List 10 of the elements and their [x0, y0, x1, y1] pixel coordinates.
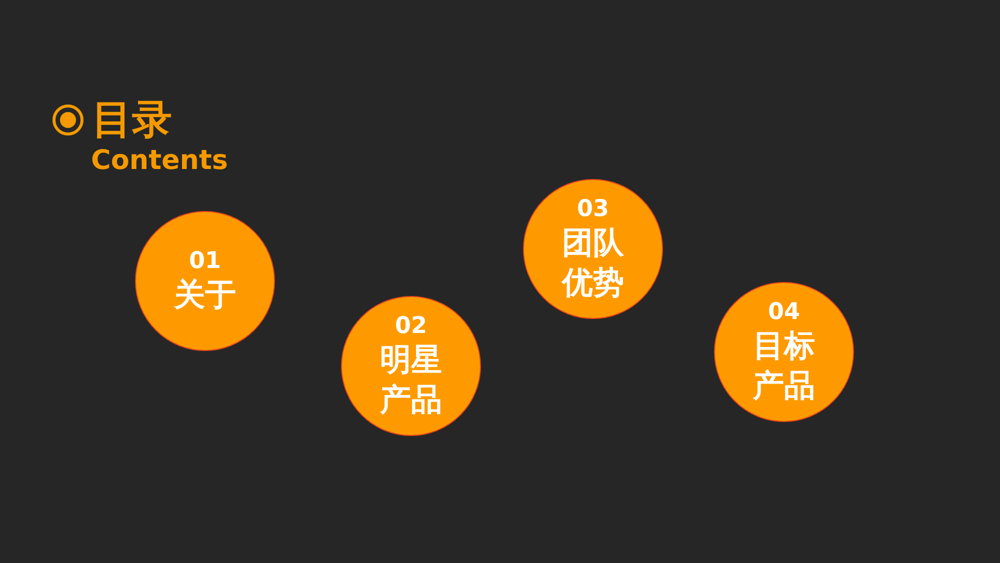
- title: 目录: [92, 96, 172, 144]
- section-title: 团队优势: [560, 224, 625, 303]
- section-number: 02: [394, 312, 427, 340]
- section-title: 关于: [172, 276, 237, 315]
- section-title: 目标产品: [752, 327, 816, 406]
- section-title: 明星产品: [378, 341, 443, 420]
- subtitle: Contents: [91, 144, 228, 178]
- section-number: 03: [576, 195, 609, 223]
- section-number: 01: [188, 247, 221, 275]
- section-number: 04: [768, 298, 800, 326]
